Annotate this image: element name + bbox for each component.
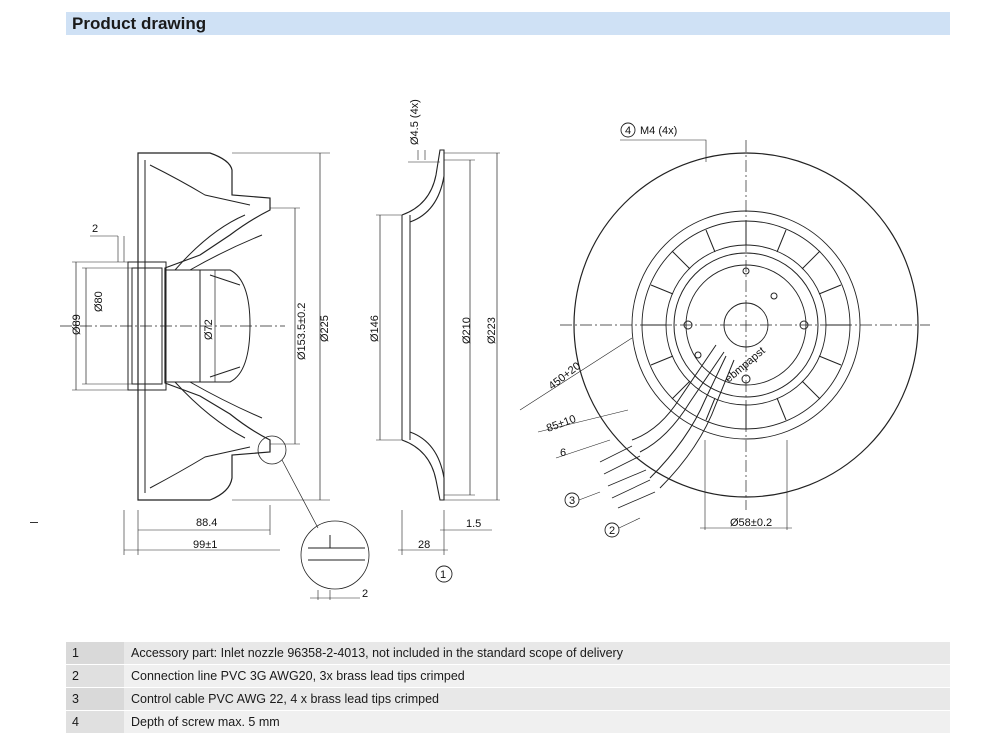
- dim-l6: 6: [560, 447, 566, 459]
- legend-row: 4 Depth of screw max. 5 mm: [66, 710, 950, 734]
- dim-d153: Ø153.5±0.2: [296, 303, 308, 360]
- front-view: ebmpapst 4 M4 (4x) 450+20 85±10 6 3 2 Ø5…: [519, 122, 930, 538]
- legend-number: 2: [66, 664, 124, 688]
- section-title: Product drawing: [72, 14, 207, 33]
- legend-row: 2 Connection line PVC 3G AWG20, 3x brass…: [66, 664, 950, 688]
- legend-row: 1 Accessory part: Inlet nozzle 96358-2-4…: [66, 642, 950, 665]
- dim-width-2-detail: 2: [362, 588, 368, 600]
- dim-width-1-5: 1.5: [466, 518, 481, 530]
- callout-1: 1: [440, 569, 446, 581]
- legend-number: 3: [66, 687, 124, 711]
- section-header: Product drawing: [66, 12, 950, 35]
- legend-table: 1 Accessory part: Inlet nozzle 96358-2-4…: [66, 642, 950, 734]
- dim-d89: Ø89: [71, 314, 83, 335]
- callout-3: 3: [569, 495, 575, 507]
- dim-d80: Ø80: [93, 291, 105, 312]
- nozzle-view: Ø4.5 (4x) Ø146 Ø210 Ø223 1.5 28 1: [369, 99, 500, 583]
- callout-2: 2: [609, 525, 615, 537]
- dim-width-2-top: 2: [92, 223, 98, 235]
- legend-text: Connection line PVC 3G AWG20, 3x brass l…: [124, 664, 950, 688]
- dim-d210: Ø210: [461, 317, 473, 344]
- dim-d223: Ø223: [486, 317, 498, 344]
- dim-d4-5: Ø4.5 (4x): [409, 99, 421, 145]
- margin-mark: [30, 522, 38, 523]
- dim-width-99: 99±1: [193, 539, 217, 551]
- brand-label: ebmpapst: [723, 345, 768, 385]
- dim-width-28: 28: [418, 539, 430, 551]
- legend-text: Control cable PVC AWG 22, 4 x brass lead…: [124, 687, 950, 711]
- dim-l85: 85±10: [545, 413, 578, 435]
- product-drawing: Ø89 Ø80 Ø72 Ø153.5±0.2 Ø225 2 88.4 99±1 …: [60, 99, 930, 600]
- dim-d72: Ø72: [203, 319, 215, 340]
- side-view: Ø89 Ø80 Ø72 Ø153.5±0.2 Ø225 2 88.4 99±1 …: [60, 152, 370, 600]
- legend-row: 3 Control cable PVC AWG 22, 4 x brass le…: [66, 687, 950, 711]
- dim-d146: Ø146: [369, 315, 381, 342]
- dim-d58: Ø58±0.2: [730, 517, 772, 529]
- dim-width-88: 88.4: [196, 517, 217, 529]
- legend-text: Accessory part: Inlet nozzle 96358-2-401…: [124, 642, 950, 665]
- dim-m4: M4 (4x): [640, 125, 677, 137]
- legend-number: 4: [66, 710, 124, 734]
- legend-text: Depth of screw max. 5 mm: [124, 710, 950, 734]
- dim-l450: 450+20: [546, 360, 583, 392]
- callout-4: 4: [625, 125, 631, 137]
- legend-number: 1: [66, 642, 124, 665]
- dim-d225: Ø225: [319, 315, 331, 342]
